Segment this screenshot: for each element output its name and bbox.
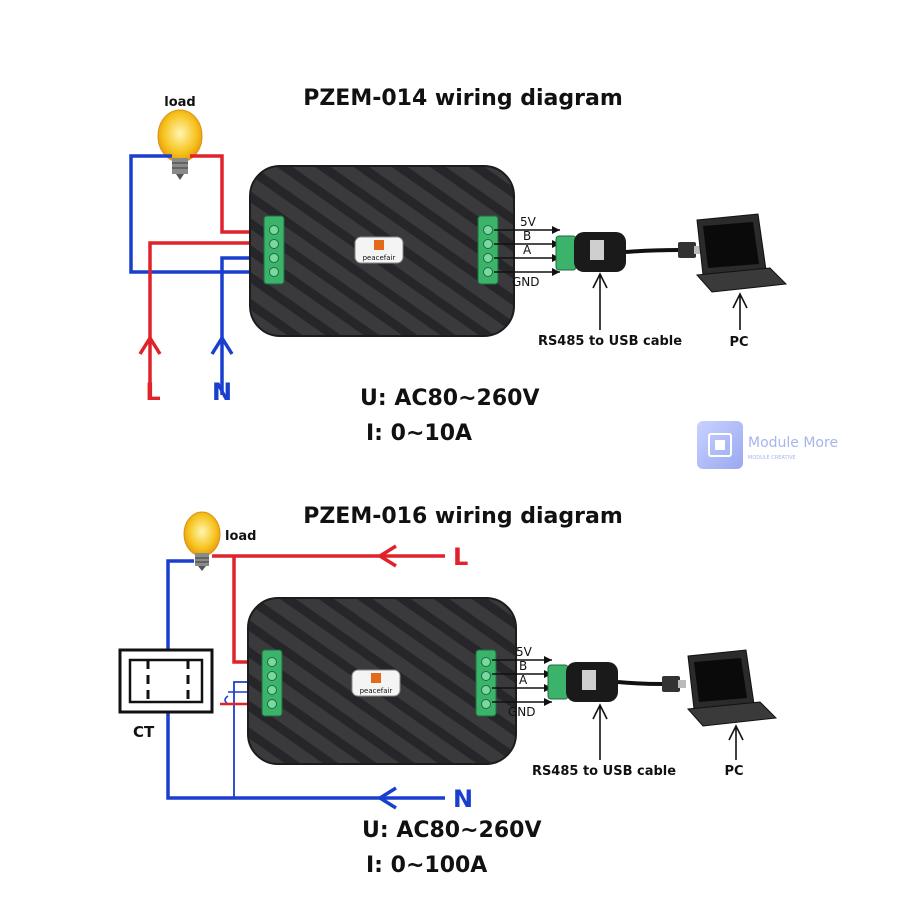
diagram2-pc-label: PC — [724, 764, 743, 779]
diagram1-current-spec: I: 0~10A — [366, 421, 472, 446]
diagram1-pin-b: B — [523, 229, 531, 243]
diagram1-voltage-spec: U: AC80~260V — [360, 386, 540, 411]
brand-logo-icon-2 — [371, 673, 381, 683]
rs485-usb-adapter-icon — [555, 232, 702, 272]
load-bulb-icon-2 — [183, 511, 221, 571]
diagram2-pin-b: B — [519, 659, 527, 673]
load-bulb-icon — [157, 109, 203, 180]
diagram1-pin-a: A — [523, 243, 532, 257]
neutral-wire-load — [129, 154, 268, 274]
diagram1-pc-label: PC — [729, 335, 748, 350]
watermark-subtext: MODULE CREATIVE — [748, 455, 796, 461]
live-wire-load — [190, 154, 268, 234]
diagram-pzem-014: PZEM-014 wiring diagram load L N — [129, 86, 788, 446]
diagram2-pin-5v: 5V — [516, 645, 533, 659]
diagram2-pin-a: A — [519, 673, 528, 687]
diagram2-pin-gnd: GND — [508, 705, 536, 719]
module-more-watermark: Module More MODULE CREATIVE — [697, 421, 838, 469]
cable-pointer-arrow — [592, 272, 608, 330]
diagram2-current-spec: I: 0~100A — [366, 853, 487, 878]
cable-pointer-arrow-2 — [592, 703, 608, 760]
pzem-016-module: peacefair — [247, 597, 517, 765]
diagram1-load-label: load — [164, 95, 195, 110]
rs485-usb-adapter-icon-2 — [547, 662, 686, 702]
diagram2-brand: peacefair — [360, 687, 393, 695]
diagram1-pin-gnd: GND — [512, 275, 540, 289]
live-wire-in — [148, 241, 268, 340]
laptop-icon — [695, 213, 788, 293]
live-arrow — [138, 334, 162, 395]
diagram-pzem-016: PZEM-016 wiring diagram load L N CT — [118, 504, 778, 878]
neutral-arrow-2 — [379, 786, 397, 810]
diagram2-ct-label: CT — [133, 723, 155, 741]
diagram2-L-label: L — [453, 543, 468, 571]
diagram2-voltage-spec: U: AC80~260V — [362, 818, 542, 843]
rs485-lines-2 — [492, 656, 552, 706]
rs485-lines — [494, 226, 560, 276]
pzem-014-module: peacefair — [249, 165, 515, 337]
pc-pointer-arrow-2 — [728, 724, 744, 760]
watermark-text: Module More — [748, 435, 838, 451]
current-transformer-icon — [118, 648, 214, 714]
diagram2-N-label: N — [453, 785, 473, 813]
diagram1-cable-label: RS485 to USB cable — [538, 334, 682, 349]
diagram2-load-label: load — [225, 529, 256, 544]
live-arrow-2 — [379, 544, 397, 568]
neutral-arrow — [210, 334, 234, 395]
brand-logo-icon — [374, 240, 384, 250]
diagram1-brand: peacefair — [363, 254, 396, 262]
diagram1-N-label: N — [212, 378, 232, 406]
pc-pointer-arrow — [732, 292, 748, 330]
diagram2-cable-label: RS485 to USB cable — [532, 764, 676, 779]
diagram1-title: PZEM-014 wiring diagram — [303, 86, 623, 111]
diagram1-pin-5v: 5V — [520, 215, 537, 229]
diagram2-title: PZEM-016 wiring diagram — [303, 504, 623, 529]
laptop-icon-2 — [686, 649, 778, 727]
diagram1-L-label: L — [145, 378, 160, 406]
